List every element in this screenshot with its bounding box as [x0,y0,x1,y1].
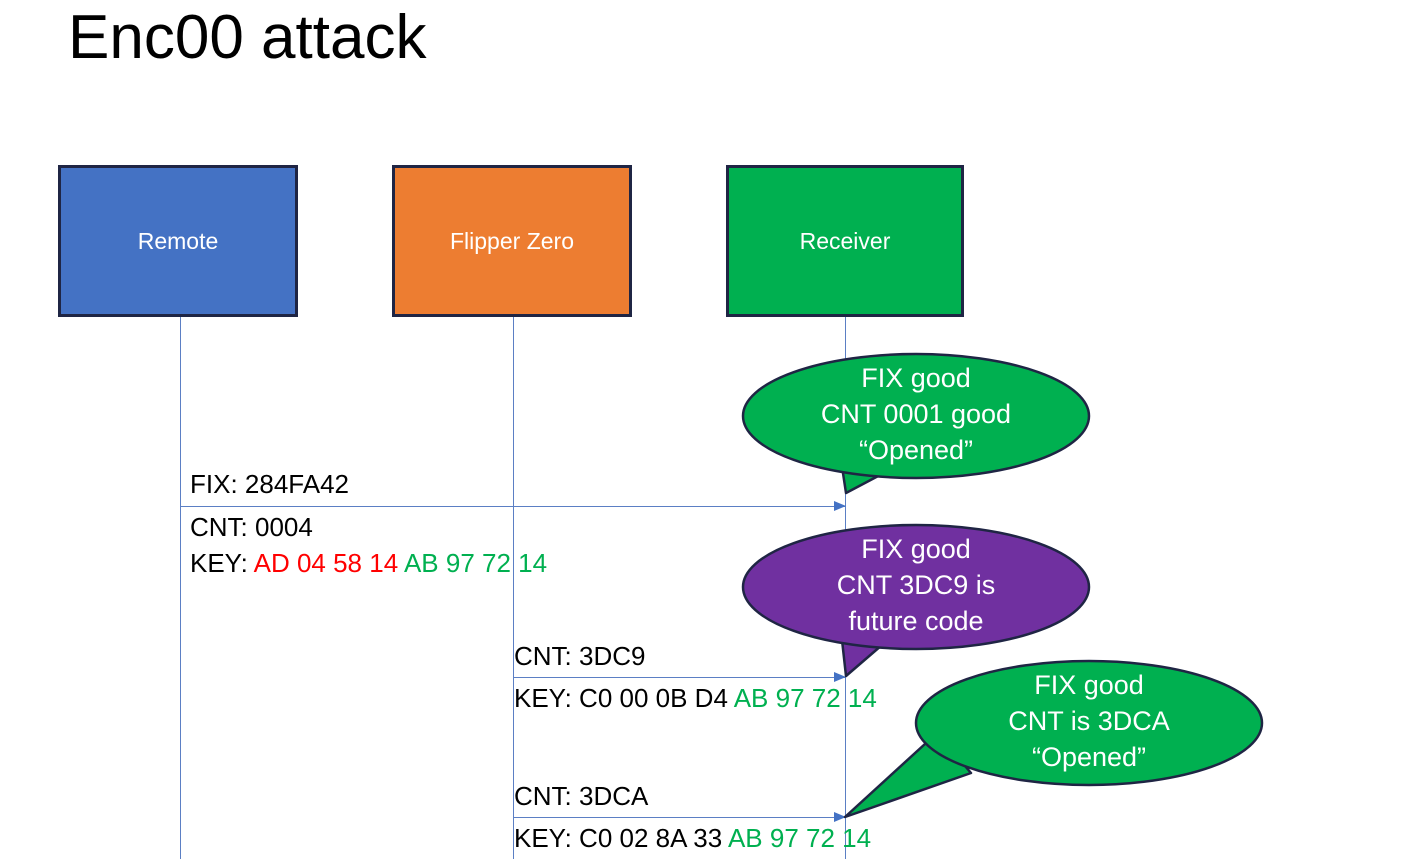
message-2-key-line: KEY: C0 00 0B D4 AB 97 72 14 [514,683,877,715]
message-2-key-prefix: KEY: [514,683,580,713]
callout-3-line-2: CNT is 3DCA [1008,706,1170,737]
actor-box-remote[interactable]: Remote [58,165,298,317]
callout-3-line-3: “Opened” [1031,742,1147,773]
actor-label-remote: Remote [137,227,219,254]
message-1-key-first-bytes: AD 04 58 14 [253,548,404,578]
message-1-cnt-label: CNT: 0004 [190,512,313,542]
message-3-arrow [513,812,846,822]
actor-box-receiver[interactable]: Receiver [726,165,964,317]
message-3-cnt-label: CNT: 3DCA [514,781,649,811]
page-title: Enc00 attack [68,3,427,72]
callout-fix-good-cnt-3dc9-future[interactable]: FIX good CNT 3DC9 is future code [741,521,1091,681]
callout-1-text: FIX good CNT 0001 good “Opened” [742,360,1090,469]
message-2-key-first-bytes: C0 00 0B D4 [579,683,734,713]
actor-label-flipper-zero: Flipper Zero [450,227,574,254]
actor-label-receiver: Receiver [799,227,891,254]
message-1-key-second-bytes: AB 97 72 14 [403,548,548,578]
message-1-key-prefix: KEY: [190,548,254,578]
callout-1-line-3: “Opened” [858,435,974,466]
message-3-key-line: KEY: C0 02 8A 33 AB 97 72 14 [514,823,871,855]
callout-3-text: FIX good CNT is 3DCA “Opened” [915,667,1263,776]
callout-1-line-2: CNT 0001 good [820,399,1012,430]
message-3-key-first-bytes: C0 02 8A 33 [579,823,728,853]
callout-3-line-1: FIX good [1034,670,1144,700]
message-1-arrow [180,501,846,511]
callout-2-line-1: FIX good [861,534,971,564]
message-1-key-line: KEY: AD 04 58 14 AB 97 72 14 [190,548,547,580]
message-3-key-prefix: KEY: [514,823,580,853]
callout-fix-good-cnt-3dca[interactable]: FIX good CNT is 3DCA “Opened” [843,657,1264,822]
actor-box-flipper-zero[interactable]: Flipper Zero [392,165,632,317]
message-3-key-second-bytes: AB 97 72 14 [727,823,872,853]
callout-fix-good-cnt-0001[interactable]: FIX good CNT 0001 good “Opened” [741,350,1091,510]
callout-2-line-3: future code [848,606,984,637]
callout-2-line-2: CNT 3DC9 is [836,570,996,601]
message-2-key-second-bytes: AB 97 72 14 [733,683,877,713]
callout-1-line-1: FIX good [861,363,971,393]
message-2-arrow [513,672,846,682]
lifeline-remote [180,317,181,859]
message-1-fix-label: FIX: 284FA42 [190,469,349,499]
lifeline-flipper-zero [513,317,514,859]
message-2-cnt-label: CNT: 3DC9 [514,641,646,671]
callout-2-text: FIX good CNT 3DC9 is future code [742,531,1090,640]
